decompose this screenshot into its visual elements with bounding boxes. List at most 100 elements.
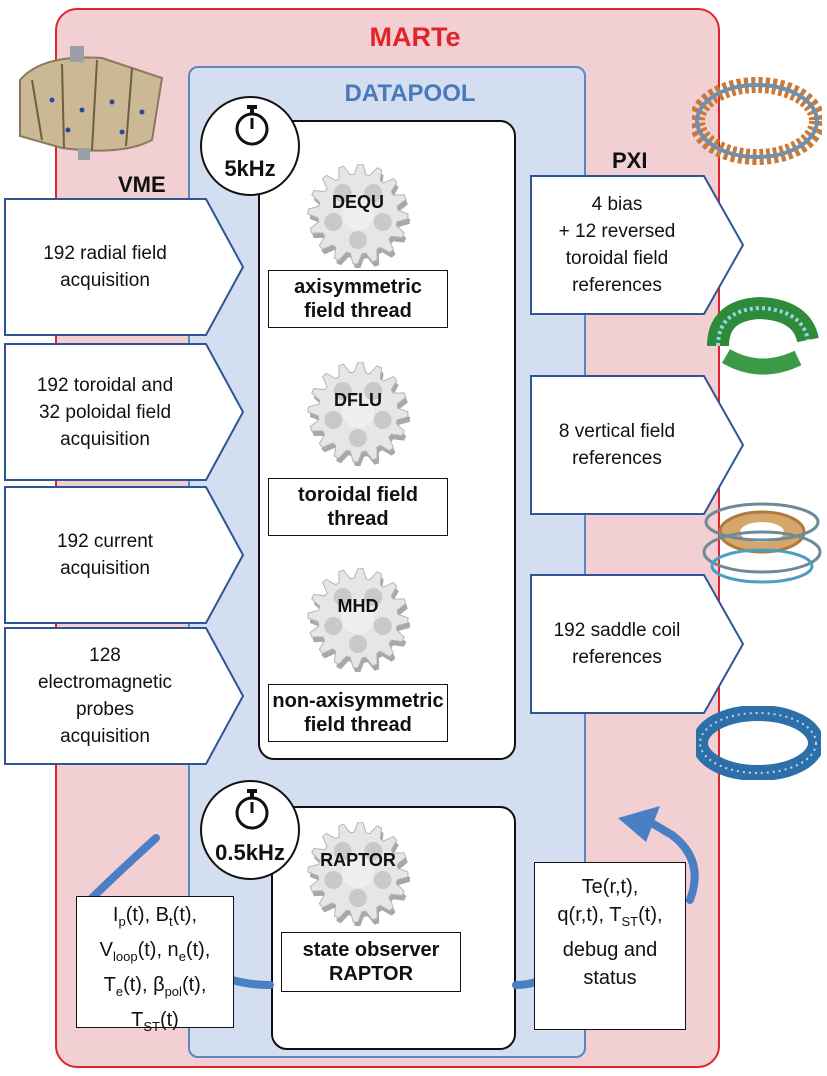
gear-icon: MHD <box>298 567 418 673</box>
arrow-shape <box>530 375 744 515</box>
signal-text: status <box>583 967 637 989</box>
arrow-text-line: acquisition <box>60 558 150 579</box>
stopwatch-icon <box>235 105 269 146</box>
stopwatch-icon <box>235 789 269 830</box>
signal-text: (t), n <box>137 939 179 961</box>
subscript: p <box>118 914 126 929</box>
signal-line: debug and <box>535 936 685 964</box>
saddle-coil-icon <box>696 706 821 780</box>
thread-label-line: field thread <box>304 300 412 322</box>
subscript: ST <box>621 914 639 929</box>
arrow-text: 192 saddle coil references <box>530 574 704 714</box>
subscript: e <box>115 984 124 999</box>
vme-input-arrow: 128 electromagnetic probes acquisition <box>4 627 244 765</box>
signal-text: (t), <box>172 904 198 926</box>
signal-text: T <box>103 974 116 996</box>
arrow-text-line: references <box>572 275 662 296</box>
datapool-title: DATAPOOL <box>344 80 476 107</box>
signal-line: Te(r,t), <box>535 873 685 901</box>
arrow-shape <box>4 343 244 481</box>
arrow-text-line: 192 current <box>56 531 154 552</box>
signal-text: (t), <box>638 904 663 926</box>
arrow-text-line: acquisition <box>60 726 150 747</box>
subscript: ST <box>143 1019 160 1034</box>
gear-label: DFLU <box>334 390 382 410</box>
arrow-text-line: 128 <box>89 645 121 666</box>
gear-label: MHD <box>337 596 379 616</box>
pxi-output-arrow: 8 vertical field references <box>530 375 744 515</box>
signal-text: (t) <box>159 1009 179 1031</box>
arrow-text: 192 toroidal and 32 poloidal field acquisi… <box>4 343 206 481</box>
signal-line: Vloop(t), ne(t), <box>77 936 233 971</box>
signal-line: Ip(t), Bt(t), <box>77 901 233 936</box>
arrow-text-line: acquisition <box>60 270 150 291</box>
arrow-text-line: references <box>572 448 662 469</box>
feedback-arc-bottom-left <box>228 976 274 989</box>
arrow-text-line: 192 toroidal and <box>36 374 174 396</box>
subscript: loop <box>112 949 138 964</box>
arrow-text: 128 electromagnetic probes acquisition <box>4 627 206 765</box>
feedback-arc-bottom-right <box>512 978 540 989</box>
feedback-arrowhead <box>618 806 660 842</box>
slow-rate-label: 0.5kHz <box>215 840 285 865</box>
poloidal-coil-icon <box>707 296 819 375</box>
arrow-text-line: 32 poloidal field <box>38 401 172 423</box>
thread-label-line: state observer <box>302 939 440 961</box>
signal-text: (t), β <box>123 974 165 996</box>
arrow-text-line: acquisition <box>60 428 150 450</box>
arrow-text-line: + 12 reversed <box>558 221 676 242</box>
arrow-shape <box>4 627 244 765</box>
gear-label: DEQU <box>331 192 384 212</box>
thread-label-line: toroidal field <box>298 484 418 506</box>
fast-rate-label: 5kHz <box>224 156 276 181</box>
signal-text: Te(r,t), <box>581 876 639 898</box>
vme-input-arrow: 192 current acquisition <box>4 486 244 624</box>
thread-label-line: RAPTOR <box>328 963 414 985</box>
vme-input-arrow: 192 toroidal and 32 poloidal field acquisi… <box>4 343 244 481</box>
signal-text: debug and <box>562 939 658 961</box>
slow-clock: 0.5kHz <box>200 780 300 880</box>
gear-icon: DFLU <box>298 361 418 467</box>
arrow-text: 8 vertical field references <box>530 375 704 515</box>
thread-label-line: non-axisymmetric <box>272 690 444 712</box>
signal-text: (t), B <box>125 904 170 926</box>
subscript: t <box>169 914 173 929</box>
signal-line: q(r,t), TST(t), <box>535 901 685 936</box>
gear-icon: RAPTOR <box>298 821 418 927</box>
marte-title: MARTe <box>369 22 461 52</box>
signal-text: V <box>99 939 113 961</box>
thread-label-line: axisymmetric <box>294 276 422 298</box>
arrow-text-line: probes <box>75 699 135 720</box>
signal-text: q(r,t), T <box>557 904 622 926</box>
vme-label: VME <box>118 172 166 197</box>
signal-line: status <box>535 964 685 992</box>
arrow-text-line: 8 vertical field <box>558 421 676 442</box>
raptor-outputs-box: Te(r,t), q(r,t), TST(t), debug and status <box>534 862 686 1030</box>
signal-line: Te(t), βpol(t), <box>77 971 233 1006</box>
fast-clock: 5kHz <box>200 96 300 196</box>
arrow-text: 192 current acquisition <box>4 486 206 624</box>
signal-text: (t), <box>185 939 211 961</box>
feedback-arc-right <box>646 818 699 904</box>
gear-label: RAPTOR <box>320 850 396 870</box>
raptor-inputs-box: Ip(t), Bt(t),Vloop(t), ne(t),Te(t), βpol… <box>76 896 234 1034</box>
signal-line: TST(t) <box>77 1006 233 1041</box>
arrow-text-line: electromagnetic <box>37 672 173 693</box>
subscript: pol <box>164 984 182 999</box>
arrow-text-line: references <box>572 647 662 668</box>
vertical-coil-icon <box>702 502 822 584</box>
arrow-shape <box>4 486 244 624</box>
signal-text: (t), <box>181 974 207 996</box>
feedback-arc-left <box>86 834 160 904</box>
arrow-text-line: 192 saddle coil <box>553 620 681 641</box>
thread-label-line: field thread <box>304 714 412 736</box>
